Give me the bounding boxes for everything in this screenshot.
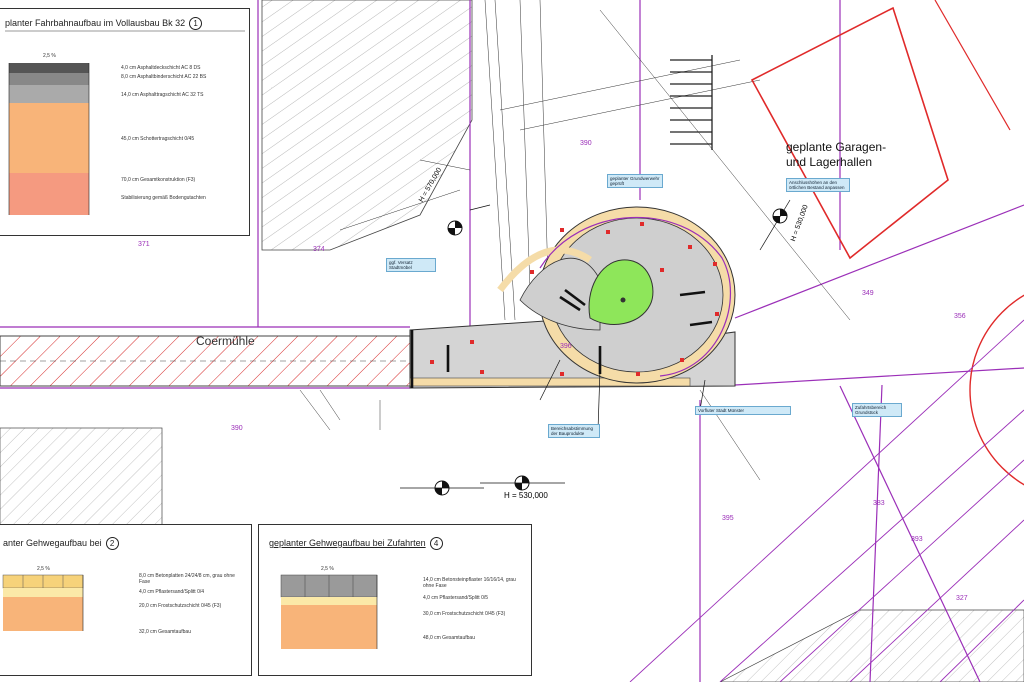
construction-lines xyxy=(299,0,851,481)
box2-slope: 2,5 % xyxy=(37,566,50,572)
parcel-371: 371 xyxy=(138,241,150,248)
box1-slope: 2,5 % xyxy=(43,53,56,59)
box1-title: planter Fahrbahnaufbau im Vollausbau Bk … xyxy=(5,17,203,30)
parcel-390b: 390 xyxy=(231,425,243,432)
box1-layer-1: 8,0 cm Asphaltbinderschicht AC 22 BS xyxy=(121,74,207,80)
box1-layer-5: Stabilisierung gemäß Bodengutachten xyxy=(121,195,206,201)
parcel-390a: 390 xyxy=(580,140,592,147)
approach-curb-band xyxy=(409,377,691,387)
parcel-374: 374 xyxy=(313,246,325,253)
box1-layer-stack xyxy=(5,30,245,215)
field-diagonal-lines xyxy=(629,319,1024,682)
garages-label-line1: geplante Garagen- xyxy=(786,140,887,154)
parcel-356: 356 xyxy=(954,313,966,320)
box4-layer-stack xyxy=(280,574,378,649)
parcel-327: 327 xyxy=(956,595,968,602)
existing-building-hatched-lower xyxy=(0,427,163,539)
curb-black-segments xyxy=(410,288,713,388)
parcel-395: 395 xyxy=(722,515,734,522)
central-green-island xyxy=(588,259,654,325)
existing-round-structure xyxy=(969,294,1024,486)
box1-layer-4: 70,0 cm Gesamtkonstruktion (F3) xyxy=(121,177,196,183)
box2-layer-1: 4,0 cm Pflastersand/Splitt 0/4 xyxy=(139,589,205,595)
box4-layer-3: 48,0 cm Gesamtaufbau xyxy=(423,635,475,641)
garages-label-line2: und Lagerhallen xyxy=(786,155,873,169)
box4-layer-2: 30,0 cm Frostschutzschicht 0/45 (F3) xyxy=(423,611,506,617)
parcel-349: 349 xyxy=(862,290,874,297)
note-drainage: Vorfluter Stadt Münster xyxy=(695,406,791,415)
roundabout-purple-edge xyxy=(539,217,731,377)
note-furniture: ggf. Versatz Stadtmöbel xyxy=(386,258,436,272)
parking-stalls xyxy=(670,55,713,150)
section-marker-b xyxy=(400,480,484,496)
splitter-teardrop xyxy=(519,257,601,331)
note-groundwater: geplanter Grundwerwehr geprüft xyxy=(607,174,663,188)
section-marker-a xyxy=(447,220,463,236)
box4-layer-0: 14,0 cm Betonsteinpflaster 16/16/14, gra… xyxy=(423,577,516,589)
leader-lines xyxy=(469,199,791,431)
pavement-detail-box-1: planter Fahrbahnaufbau im Vollausbau Bk … xyxy=(0,8,250,236)
note-driveway: Zufahrtsbereich Grundstück xyxy=(852,403,902,417)
note-connection: Anschlusshöhen an den örtlichen Bestand … xyxy=(786,178,850,192)
box1-layer-2: 14,0 cm Asphalttragschicht AC 32 TS xyxy=(121,92,204,98)
box2-layer-3: 32,0 cm Gesamtaufbau xyxy=(139,629,191,635)
parcel-393: 393 xyxy=(911,536,923,543)
existing-structure-red xyxy=(934,0,1011,131)
box1-layer-3: 45,0 cm Schottertragschicht 0/45 xyxy=(121,136,195,142)
box2-layer-2: 20,0 cm Frostschutzschicht 0/45 (F3) xyxy=(139,603,222,609)
parcel-383: 383 xyxy=(873,500,885,507)
box2-layer-0: 8,0 cm Betonplatten 24/24/8 cm, grau ohn… xyxy=(139,573,235,585)
section-height-b: H = 530,000 xyxy=(504,491,548,500)
road-name-label: Coermühle xyxy=(196,334,255,348)
box2-layer-stack xyxy=(2,574,84,631)
section-marker-c xyxy=(480,475,565,491)
planned-garages-outline xyxy=(750,6,949,260)
parcel-396: 396 xyxy=(560,343,572,350)
existing-building-hatched xyxy=(261,0,473,251)
height-markers xyxy=(430,222,719,376)
box1-layer-0: 4,0 cm Asphaltdeckschicht AC 8 DS xyxy=(121,65,201,71)
note-materials: Bereichsabstimmung der Bauprodukte xyxy=(548,424,600,438)
box4-slope: 2,5 % xyxy=(321,566,334,572)
box4-layer-1: 4,0 cm Pflastersand/Splitt 0/5 xyxy=(423,595,489,601)
